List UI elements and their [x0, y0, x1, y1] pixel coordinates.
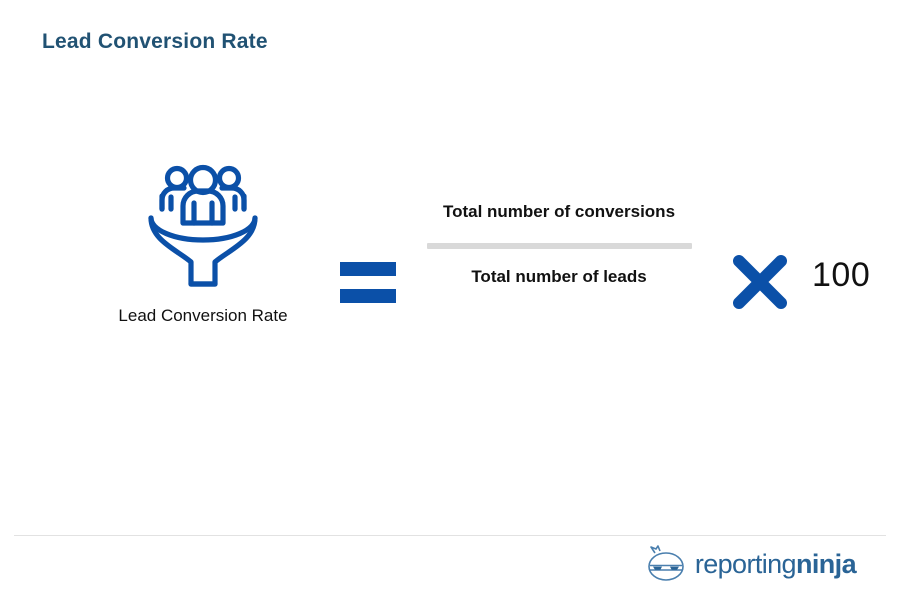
- fraction: Total number of conversions Total number…: [424, 200, 694, 289]
- multiply-icon: [733, 255, 787, 309]
- logo-wordmark: reportingninja: [694, 548, 857, 580]
- multiplier-value: 100: [812, 256, 871, 294]
- footer-logo[interactable]: reportingninja: [643, 545, 857, 583]
- equals-bar-bottom: [340, 289, 396, 303]
- equals-sign: [340, 262, 396, 303]
- logo-text-light: reporting: [694, 548, 797, 579]
- fraction-denominator: Total number of leads: [471, 266, 647, 286]
- metric-block: Lead Conversion Rate: [78, 160, 328, 328]
- footer-divider: [14, 535, 886, 536]
- logo-text-bold: ninja: [795, 548, 857, 579]
- fraction-bar: [426, 242, 692, 249]
- ninja-face-icon: [648, 545, 684, 581]
- metric-caption: Lead Conversion Rate: [118, 306, 288, 325]
- fraction-numerator: Total number of conversions: [442, 202, 676, 221]
- formula-diagram: Lead Conversion Rate Total number of con…: [0, 160, 900, 390]
- page-title: Lead Conversion Rate: [42, 30, 268, 53]
- equals-bar-top: [340, 262, 396, 276]
- funnel-people-icon: [148, 164, 258, 287]
